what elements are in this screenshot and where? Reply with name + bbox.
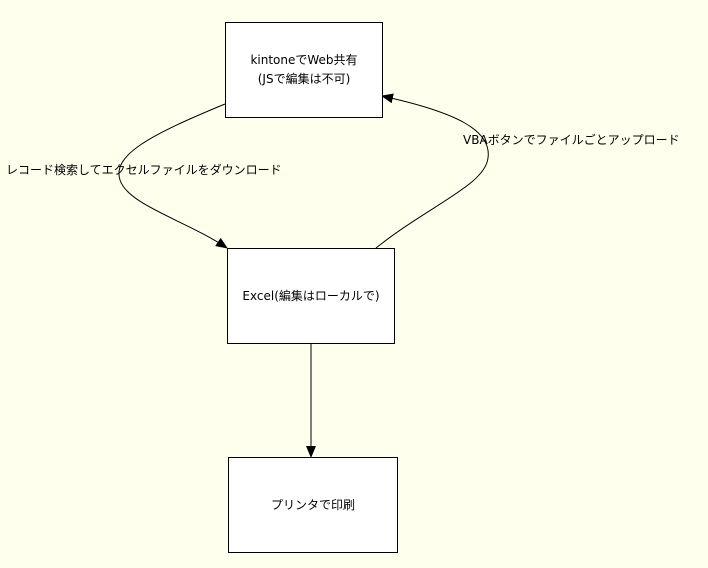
edge-upload-label: VBAボタンでファイルごとアップロード bbox=[463, 133, 680, 147]
node-printer: プリンタで印刷 bbox=[228, 457, 398, 553]
node-kintone-line2: (JSで編集は不可) bbox=[257, 72, 351, 86]
node-kintone-web-share: kintoneでWeb共有 (JSで編集は不可) bbox=[225, 22, 383, 118]
node-printer-label: プリンタで印刷 bbox=[270, 497, 355, 512]
node-excel-label: Excel(編集はローカルで) bbox=[242, 288, 380, 303]
node-excel-local-edit: Excel(編集はローカルで) bbox=[227, 248, 395, 344]
edge-download-label: レコード検索してエクセルファイルをダウンロード bbox=[6, 163, 282, 177]
edge-upload-arrow bbox=[375, 93, 489, 249]
node-kintone-line1: kintoneでWeb共有 bbox=[250, 53, 358, 67]
edge-download-arrow bbox=[118, 103, 228, 249]
